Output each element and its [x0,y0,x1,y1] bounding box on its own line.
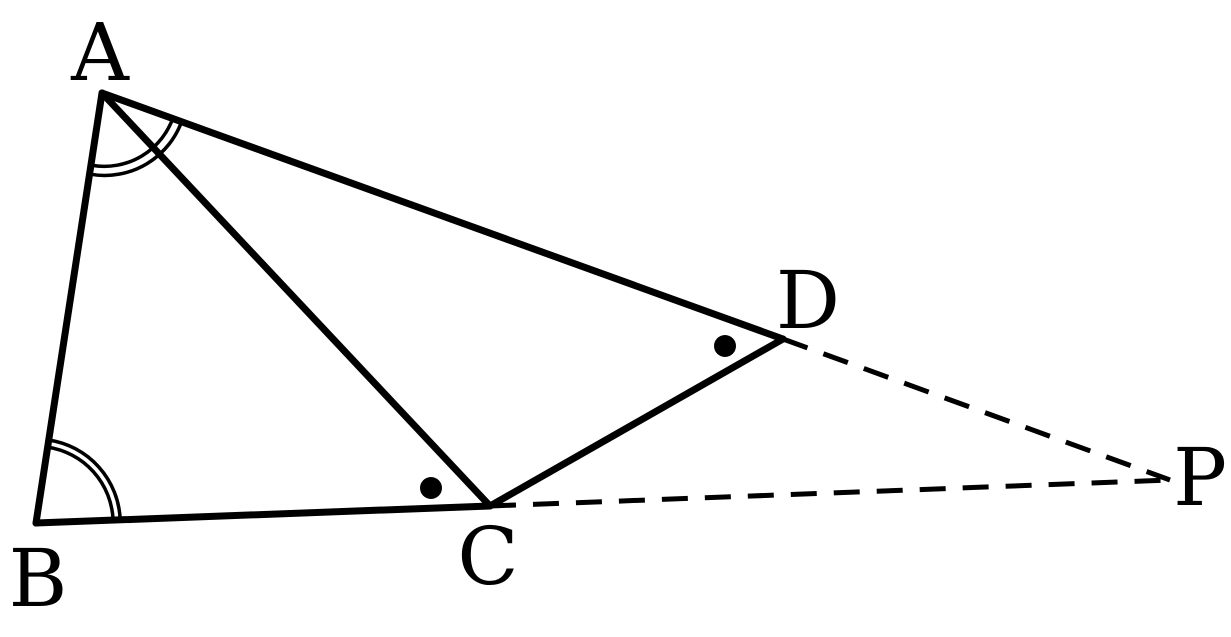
angle-arc-abc-inner [47,445,115,521]
segment-cd [486,335,787,510]
angle-dot-adc [714,335,736,357]
label-a: A [70,6,130,99]
label-b: B [9,532,68,625]
segment-cp [489,477,1171,509]
angle-arc-bac-outer [90,118,185,178]
segment-ab [32,89,106,527]
segment-bc [32,502,494,527]
segment-ac [98,89,494,510]
angle-arc-abc-outer [48,438,122,520]
label-d: D [776,254,840,347]
segment-ad [98,89,787,343]
label-c: C [457,510,518,603]
angle-arc-bac-inner [92,115,176,169]
angle-dot-acb [420,477,442,499]
segment-dp [782,336,1171,483]
label-p: P [1173,431,1227,524]
